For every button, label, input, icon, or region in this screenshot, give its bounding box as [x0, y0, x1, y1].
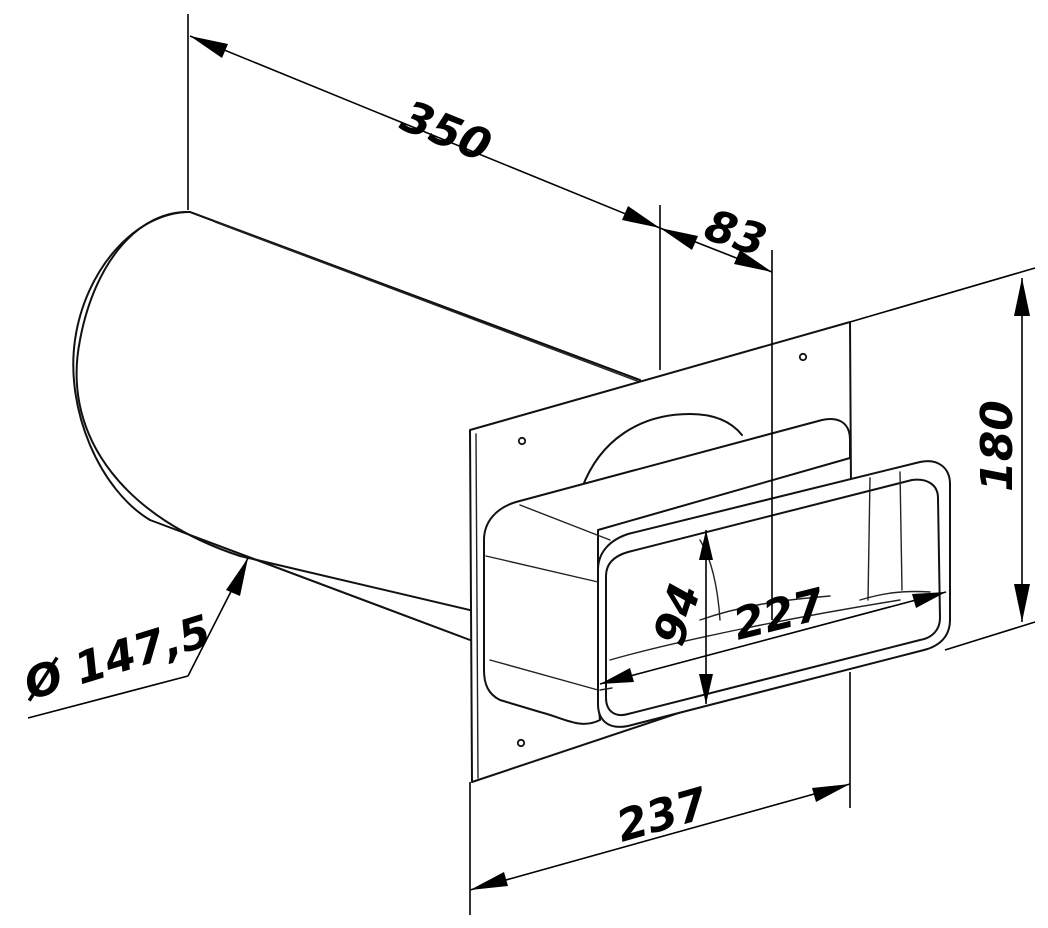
dimension-diameter: Ø 147,5 [15, 557, 249, 719]
dim-label-83: 83 [699, 200, 773, 267]
dim-label-350: 350 [394, 91, 498, 173]
dim-label-237: 237 [611, 778, 714, 852]
dimension-180: 180 [849, 267, 1036, 651]
screw-hole [517, 436, 527, 446]
screw-hole [798, 352, 808, 362]
pipe-outlet-arc [581, 413, 743, 489]
screw-hole [516, 738, 526, 748]
dim-label-180: 180 [972, 400, 1023, 492]
